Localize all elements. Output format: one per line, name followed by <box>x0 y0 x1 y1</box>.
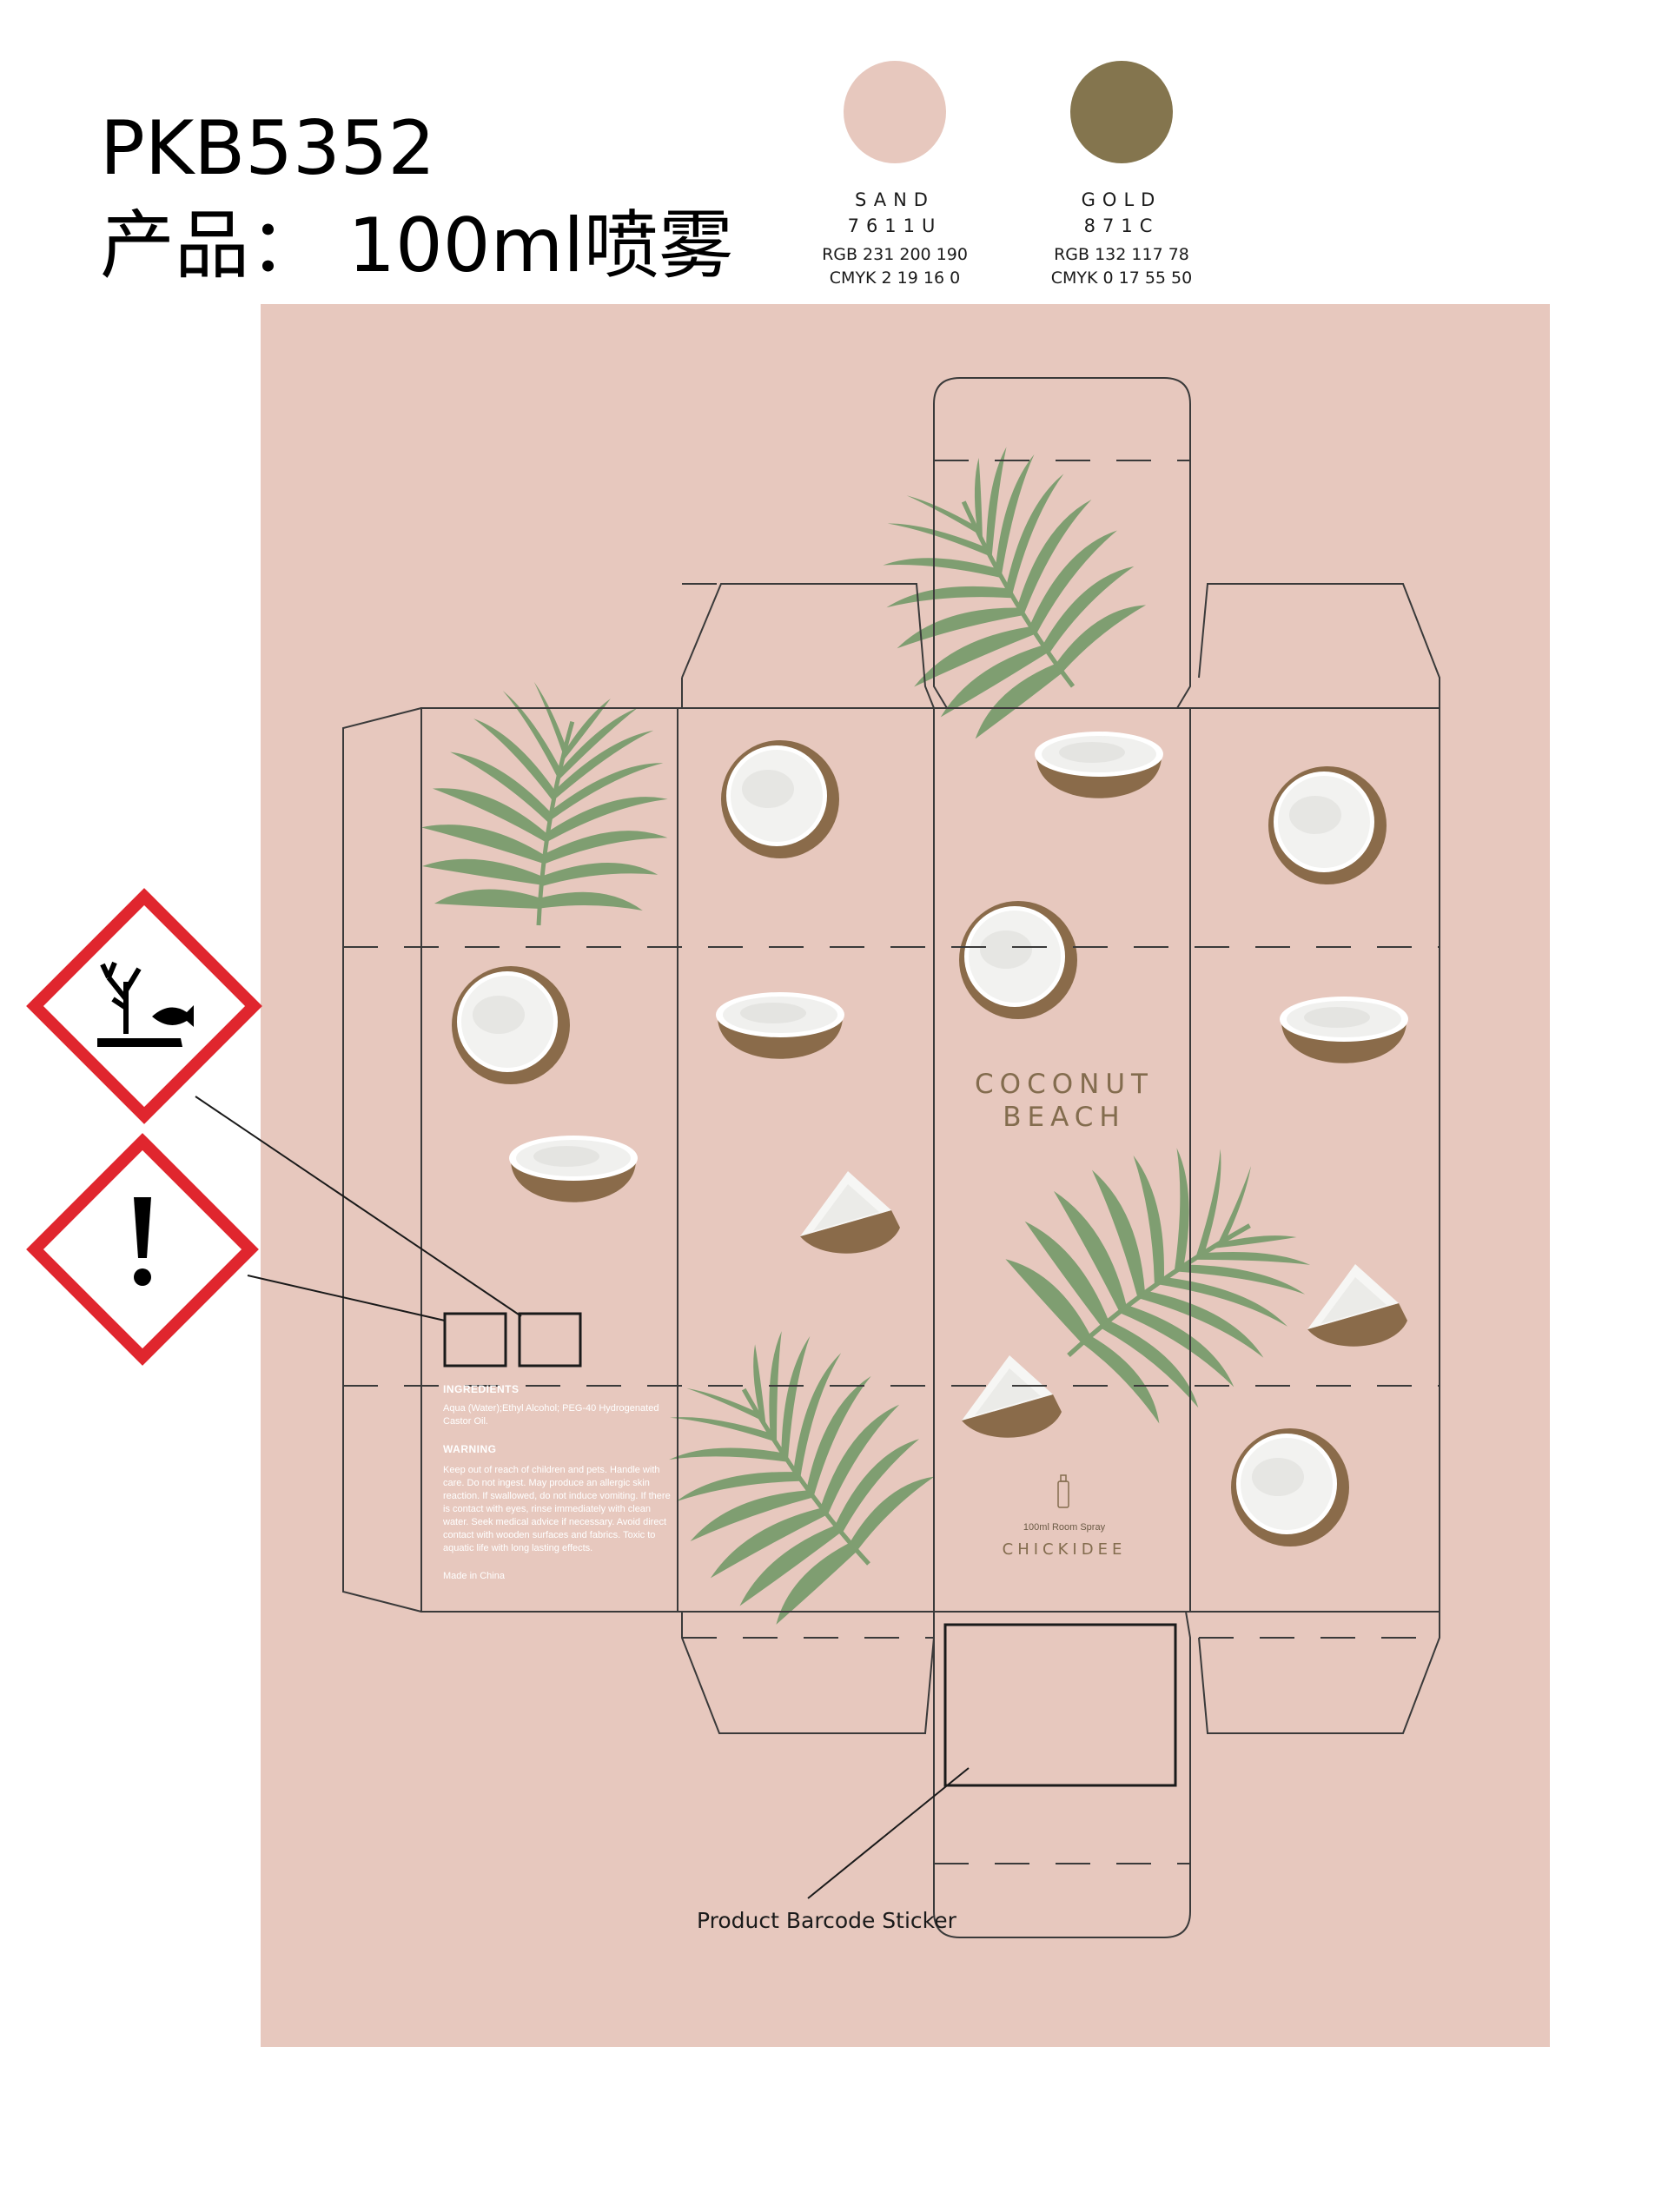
swatch-name: SAND <box>855 189 935 210</box>
barcode-sticker-label: Product Barcode Sticker <box>697 1908 956 1933</box>
product-code: PKB5352 <box>100 105 436 192</box>
ingredients-text: Aqua (Water);Ethyl Alcohol; PEG-40 Hydro… <box>443 1403 659 1427</box>
swatch-code: 871C <box>1083 215 1160 236</box>
exclamation-hazard-icon <box>26 1133 259 1366</box>
environment-hazard-icon <box>26 888 262 1124</box>
box-title-line2: BEACH <box>1003 1102 1126 1133</box>
size-label: 100ml Room Spray <box>1023 1522 1106 1533</box>
made-in-label: Made in China <box>443 1571 505 1581</box>
warning-text: Keep out of reach of children and pets. … <box>443 1465 671 1553</box>
ingredients-heading: INGREDIENTS <box>443 1383 520 1395</box>
swatch-name: GOLD <box>1081 189 1162 210</box>
swatch-rgb: RGB 132 117 78 <box>1054 245 1189 264</box>
sand-color-dot <box>844 61 946 163</box>
swatch-rgb: RGB 231 200 190 <box>822 245 968 264</box>
swatch-cmyk: CMYK 2 19 16 0 <box>829 268 961 288</box>
swatch-code: 7611U <box>847 215 943 236</box>
product-description: 产品： 100ml喷雾 <box>100 202 734 289</box>
box-title-line1: COCONUT <box>975 1069 1154 1100</box>
swatch-sand: SAND 7611U RGB 231 200 190 CMYK 2 19 16 … <box>764 61 1025 290</box>
swatch-cmyk: CMYK 0 17 55 50 <box>1050 268 1193 288</box>
brand-name: CHICKIDEE <box>1002 1540 1127 1559</box>
swatch-gold: GOLD 871C RGB 132 117 78 CMYK 0 17 55 50 <box>991 61 1252 290</box>
gold-color-dot <box>1070 61 1173 163</box>
warning-heading: WARNING <box>443 1443 497 1455</box>
